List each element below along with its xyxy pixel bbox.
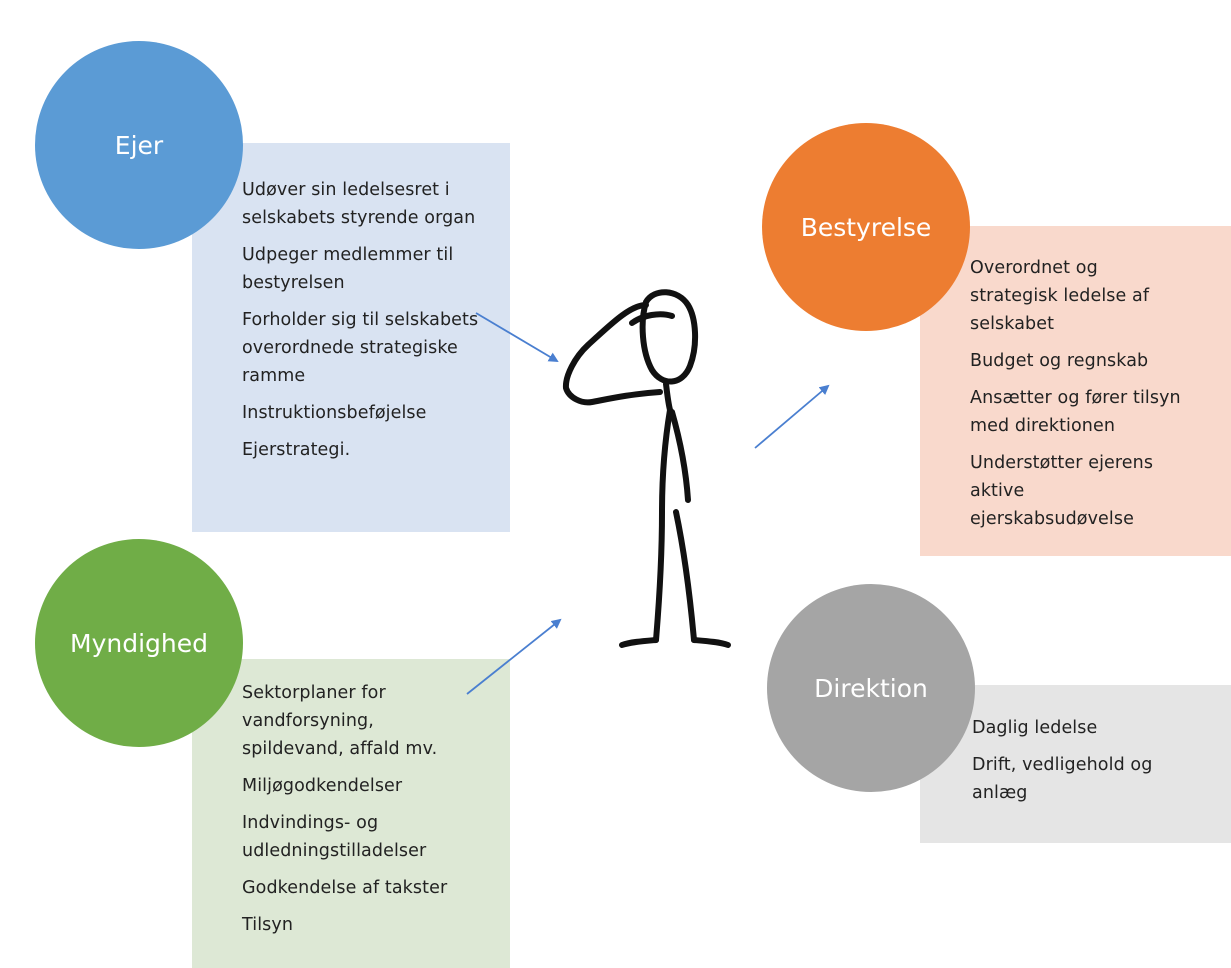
myndighed-item: Sektorplaner for vandforsyning, spildeva… <box>242 683 438 759</box>
ejer-item: Udøver sin ledelsesret i selskabets styr… <box>242 180 476 228</box>
arrow-figure-to-bestyrelse <box>754 384 830 449</box>
bestyrelse-item: Understøtter ejerens aktive ejerskabsudø… <box>970 453 1154 529</box>
myndighed-text-box: Sektorplaner for vandforsyning, spildeva… <box>192 659 510 968</box>
ejer-item: Forholder sig til selskabets overordnede… <box>242 310 479 386</box>
bestyrelse-circle: Bestyrelse <box>762 123 970 331</box>
direktion-item: Drift, vedligehold og anlæg <box>972 755 1153 803</box>
myndighed-item: Indvindings- og udledningstilladelser <box>242 813 427 861</box>
myndighed-item: Tilsyn <box>242 915 294 935</box>
ejer-text-box: Udøver sin ledelsesret i selskabets styr… <box>192 143 510 532</box>
bestyrelse-text-box: Overordnet og strategisk ledelse af sels… <box>920 226 1231 556</box>
direktion-circle: Direktion <box>767 584 975 792</box>
bestyrelse-item: Ansætter og fører tilsyn med direktionen <box>970 388 1181 436</box>
arrow-myndighed-to-figure <box>466 618 562 695</box>
direktion-item: Daglig ledelse <box>972 718 1098 738</box>
ejer-item: Ejerstrategi. <box>242 440 351 460</box>
bestyrelse-item: Budget og regnskab <box>970 351 1149 371</box>
ejer-item: Udpeger medlemmer til bestyrelsen <box>242 245 454 293</box>
myndighed-item: Miljøgodkendelser <box>242 776 403 796</box>
ejer-title: Ejer <box>114 130 164 160</box>
direktion-title: Direktion <box>814 673 928 703</box>
myndighed-item: Godkendelse af takster <box>242 878 448 898</box>
bestyrelse-title: Bestyrelse <box>800 212 932 242</box>
bestyrelse-item: Overordnet og strategisk ledelse af sels… <box>970 258 1150 334</box>
myndighed-circle: Myndighed <box>35 539 243 747</box>
stick-figure-thinking-icon <box>562 289 731 648</box>
ejer-item: Instruktionsbeføjelse <box>242 403 427 423</box>
arrow-ejer-to-figure <box>475 312 559 363</box>
ejer-circle: Ejer <box>35 41 243 249</box>
myndighed-title: Myndighed <box>70 628 208 658</box>
